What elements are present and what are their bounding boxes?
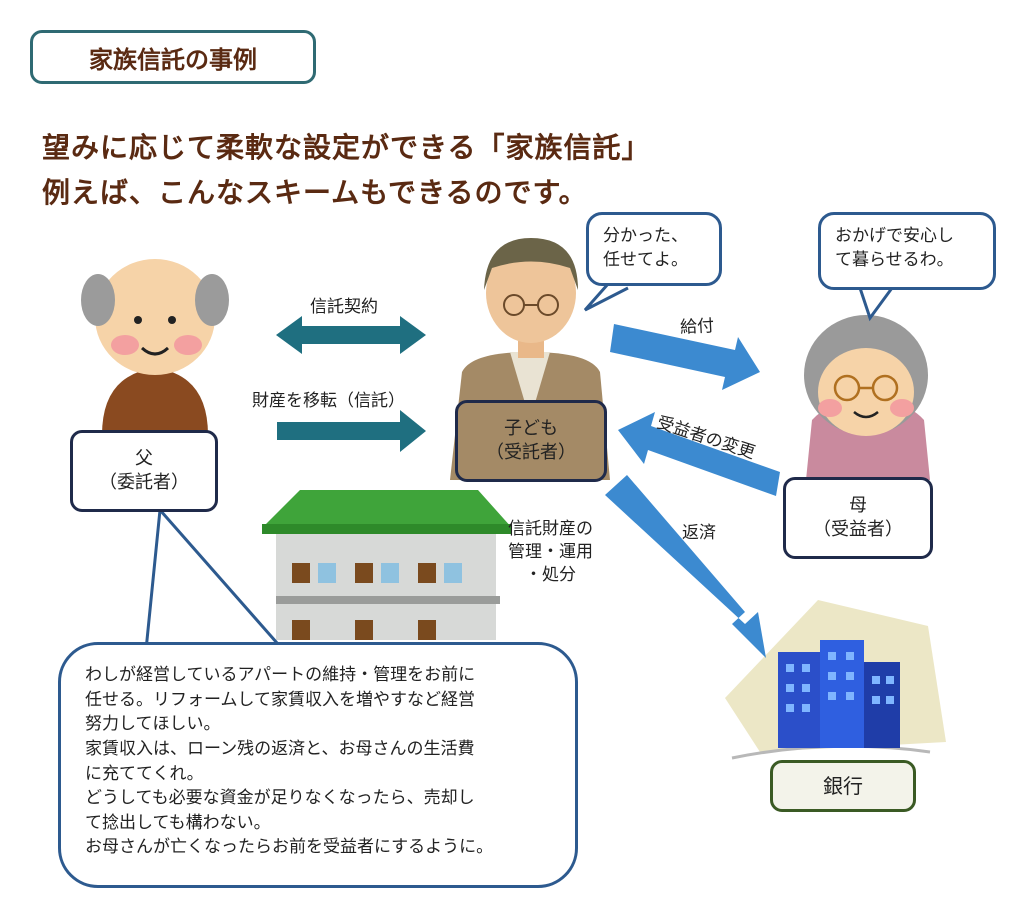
child-speech-tail (583, 283, 629, 312)
father-role: （委託者） (99, 472, 189, 493)
mother-role: （受益者） (813, 519, 903, 540)
beneficiary-change-arrow (618, 412, 780, 496)
management-label: 信託財産の 管理・運用 ・処分 (508, 519, 593, 585)
trust-contract-label: 信託契約 (310, 297, 378, 317)
transfer-arrow (277, 410, 426, 452)
repayment-label: 返済 (682, 523, 716, 543)
mother-box: 母 （受益者） (783, 477, 933, 559)
bank-illustration (725, 600, 946, 760)
payment-label: 給付 (679, 316, 715, 338)
child-role: （受託者） (486, 442, 576, 463)
child-box: 子ども （受託者） (455, 400, 607, 482)
transfer-label: 財産を移転（信託） (252, 391, 405, 411)
headline-line-1: 望みに応じて柔軟な設定ができる「家族信託」 (42, 131, 651, 164)
bank-name: 銀行 (823, 773, 863, 798)
father-illustration (81, 259, 229, 435)
father-speech-bubble: わしが経営しているアパートの維持・管理をお前に 任せる。リフォームして家賃収入を… (58, 642, 578, 888)
bank-box: 銀行 (770, 760, 916, 812)
mother-illustration (804, 315, 930, 480)
payment-arrow (610, 324, 760, 390)
mother-name: 母 (849, 494, 867, 516)
page-title: 家族信託の事例 (30, 30, 316, 84)
mother-speech-tail (858, 287, 894, 322)
headline-line-2: 例えば、こんなスキームもできるのです。 (42, 176, 588, 209)
trust-contract-arrow (276, 316, 426, 354)
child-speech-bubble: 分かった、 任せてよ。 (586, 212, 722, 286)
child-name: 子ども (504, 417, 558, 439)
father-name: 父 (135, 447, 153, 469)
repayment-arrow (605, 475, 766, 658)
father-box: 父 （委託者） (70, 430, 218, 512)
mother-speech-bubble: おかげで安心し て暮らせるわ。 (818, 212, 996, 290)
apartment-building-illustration (262, 490, 512, 640)
